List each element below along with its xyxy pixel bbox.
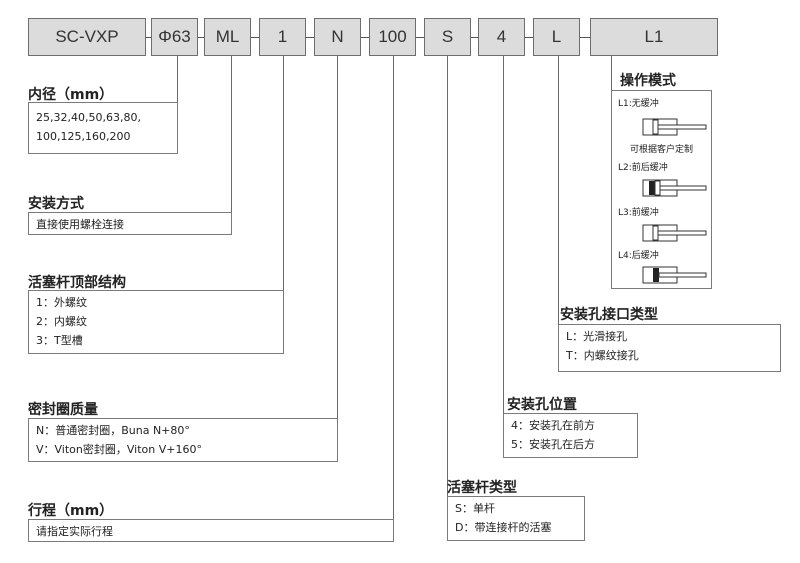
mode-label-l2: L2:前后缓冲 [618,163,668,173]
dash [525,37,533,38]
bore-values-line: 100,125,160,200 [36,130,131,143]
cylinder-no-cushion-icon [642,118,707,136]
code-seal: N [314,18,361,56]
dash [471,37,478,38]
hole-interface-item: L：光滑接孔 [566,330,628,343]
connector-line [177,56,178,102]
code-mounting: ML [204,18,251,56]
hole-interface-title: 安装孔接口类型 [560,307,658,323]
hole-position-item: 5：安装孔在后方 [511,438,595,451]
bore-box: 25,32,40,50,63,80, 100,125,160,200 [28,102,178,154]
hole-interface-box: L：光滑接孔 T：内螺纹接孔 [558,324,781,372]
connector-line [611,56,612,90]
seal-item: N：普通密封圈，Buna N+80° [36,424,190,437]
code-model: SC-VXP [28,18,146,56]
connector-line [447,56,448,496]
hole-interface-item: T：内螺纹接孔 [566,349,639,362]
dash [361,37,369,38]
cylinder-front-cushion-icon [642,224,707,242]
mounting-box: 直接使用螺栓连接 [28,212,232,235]
seal-box: N：普通密封圈，Buna N+80° V：Viton密封圈，Viton V+16… [28,418,338,462]
seal-item: V：Viton密封圈，Viton V+160° [36,443,202,456]
mode-label-l4: L4:后缓冲 [618,251,659,261]
hole-position-item: 4：安装孔在前方 [511,419,595,432]
code-hole-interface: L [533,18,580,56]
hole-position-title: 安装孔位置 [507,397,577,413]
mode-label-l1: L1:无缓冲 [618,99,659,109]
cylinder-both-cushion-icon [642,179,707,197]
dash [416,37,424,38]
bore-values-line: 25,32,40,50,63,80, [36,111,141,124]
rod-end-item: 2：内螺纹 [36,315,87,328]
dash [306,37,314,38]
code-rod-type: S [424,18,471,56]
stroke-box: 请指定实际行程 [28,519,394,542]
code-operation-mode: L1 [590,18,718,56]
mode-custom-note: 可根据客户定制 [629,145,693,155]
rod-end-item: 1：外螺纹 [36,296,87,309]
code-stroke: 100 [369,18,416,56]
operation-mode-box: L1:无缓冲 可根据客户定制 L2:前后缓冲 L3:前缓冲 L4:后缓冲 [611,90,712,289]
dash [580,37,590,38]
dash [146,37,151,38]
code-hole-position: 4 [478,18,525,56]
connector-line [393,56,394,519]
dash [198,37,204,38]
rod-end-box: 1：外螺纹 2：内螺纹 3：T型槽 [28,290,284,354]
hole-position-box: 4：安装孔在前方 5：安装孔在后方 [503,413,638,458]
rod-type-box: S：单杆 D：带连接杆的活塞 [447,496,585,541]
connector-line [231,56,232,212]
connector-line [337,56,338,418]
rod-end-title: 活塞杆顶部结构 [28,275,126,291]
dash [251,37,259,38]
rod-end-item: 3：T型槽 [36,334,83,347]
operation-mode-title: 操作模式 [620,73,676,89]
stroke-title: 行程（mm） [28,503,114,519]
code-bore: Φ63 [151,18,198,56]
stroke-item: 请指定实际行程 [36,525,113,538]
seal-title: 密封圈质量 [28,402,98,418]
rod-type-title: 活塞杆类型 [447,480,517,496]
mounting-title: 安装方式 [28,196,84,212]
mounting-item: 直接使用螺栓连接 [36,218,124,231]
rod-type-item: D：带连接杆的活塞 [455,521,552,534]
code-rod-end: 1 [259,18,306,56]
bore-title: 内径（mm） [28,87,114,103]
connector-line [558,56,559,324]
connector-line [503,56,504,413]
cylinder-rear-cushion-icon [642,266,707,284]
mode-label-l3: L3:前缓冲 [618,208,659,218]
connector-line [283,56,284,290]
rod-type-item: S：单杆 [455,502,495,515]
